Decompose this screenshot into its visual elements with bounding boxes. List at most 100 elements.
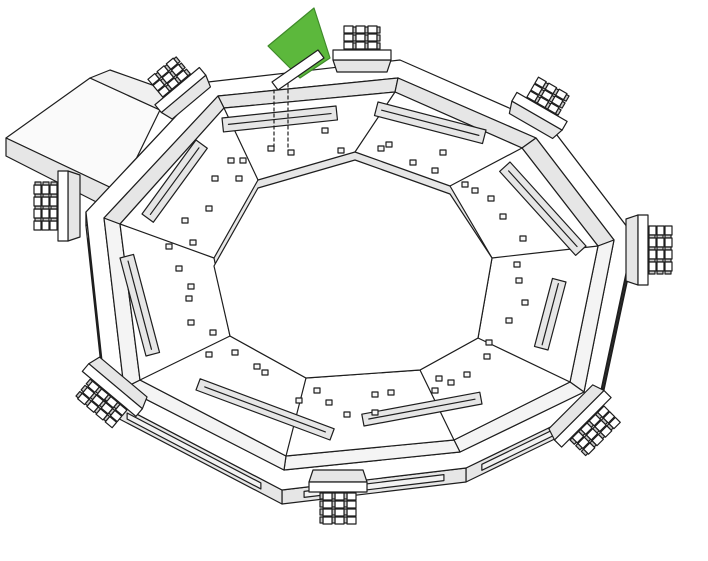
tower-block	[355, 33, 366, 42]
flag-icon	[267, 7, 331, 151]
tower-block	[346, 492, 357, 501]
tower-block-side	[183, 68, 191, 77]
peg-icon	[519, 235, 527, 242]
tower-block	[33, 208, 42, 219]
tower-block	[41, 208, 50, 219]
peg-icon	[371, 391, 379, 398]
peg-icon	[205, 205, 213, 212]
tower-block-side	[319, 508, 324, 516]
tower-block-side	[569, 437, 578, 445]
peg-icon	[175, 265, 183, 272]
peg-icon-group	[165, 127, 529, 418]
tower-block	[664, 261, 673, 272]
tower-plinth	[57, 170, 69, 242]
tower-plinth	[511, 91, 568, 131]
stacked-block-tower-icon	[332, 25, 392, 73]
tower-block-side	[376, 34, 381, 42]
trench-slot-floor	[381, 109, 480, 136]
plate-seam	[449, 147, 523, 187]
tower-block	[648, 261, 657, 272]
peg-icon	[483, 353, 491, 360]
flag-pole	[271, 49, 325, 91]
peg-icon	[371, 409, 379, 416]
tower-plinth	[154, 66, 207, 114]
stacked-block-tower-icon	[308, 469, 368, 525]
trench-slot-floor	[227, 112, 332, 125]
peg-icon	[235, 175, 243, 182]
tower-block	[664, 237, 673, 248]
stacked-block-tower-icon	[75, 356, 148, 429]
plate-seam	[354, 91, 396, 153]
tower-block	[343, 41, 354, 50]
peg-icon	[325, 399, 333, 406]
peg-icon	[313, 387, 321, 394]
peg-icon	[321, 127, 329, 134]
tower-base	[67, 170, 81, 242]
tower-block-side	[50, 181, 58, 186]
tower-plinth	[553, 389, 612, 448]
tower-block	[33, 220, 42, 231]
peg-icon	[463, 371, 471, 378]
tower-block	[322, 508, 333, 517]
peg-icon	[253, 363, 261, 370]
tower-block	[648, 225, 657, 236]
tower-block	[346, 500, 357, 509]
tower-block	[656, 261, 665, 272]
plate-seam	[139, 335, 231, 381]
peg-icon	[431, 387, 439, 394]
tower-block	[322, 492, 333, 501]
peg-icon	[461, 181, 469, 188]
tower-block	[41, 196, 50, 207]
peg-icon	[239, 157, 247, 164]
tower-block	[33, 184, 42, 195]
tower-block-side	[75, 390, 83, 399]
peg-icon	[287, 149, 295, 156]
peg-icon	[431, 167, 439, 174]
tower-block-side	[656, 270, 664, 275]
tower-plinth	[308, 481, 368, 493]
tower-block	[33, 196, 42, 207]
peg-icon	[513, 261, 521, 268]
tower-block	[664, 225, 673, 236]
tower-block	[49, 196, 58, 207]
peg-icon	[471, 187, 479, 194]
peg-icon	[211, 175, 219, 182]
plate-seam	[477, 337, 571, 383]
tower-block	[367, 25, 378, 34]
tower-block	[334, 492, 345, 501]
tower-block-side	[664, 270, 672, 275]
trench-slot-floor	[508, 170, 578, 248]
peg-icon	[385, 141, 393, 148]
trench-slot-floor	[368, 398, 476, 420]
tower-block	[355, 41, 366, 50]
central-opening	[213, 159, 493, 379]
tower-block-side	[554, 107, 562, 116]
tower-block-side	[319, 516, 324, 524]
tower-block-side	[319, 492, 324, 500]
tower-block	[664, 249, 673, 260]
tower-block-side	[319, 500, 324, 508]
tower-block	[648, 237, 657, 248]
peg-icon	[447, 379, 455, 386]
trench-slots	[119, 101, 587, 441]
tower-block	[334, 508, 345, 517]
tower-plinth	[81, 363, 143, 417]
peg-icon	[261, 369, 269, 376]
peg-icon	[295, 397, 303, 404]
stacked-block-tower-icon	[147, 56, 212, 120]
tower-block	[343, 33, 354, 42]
tower-block	[334, 500, 345, 509]
tower-base	[625, 214, 639, 286]
trench-slot-floor	[204, 386, 326, 433]
tower-block-side	[85, 378, 94, 387]
tower-block-side	[173, 56, 181, 65]
stacked-block-tower-icon	[548, 384, 621, 457]
peg-icon	[409, 159, 417, 166]
stacked-block-tower-icon	[625, 214, 673, 286]
tower-block	[648, 249, 657, 260]
tower-block-side	[575, 442, 583, 451]
tower-block-side	[648, 270, 656, 275]
tower-block	[367, 41, 378, 50]
plate-seam	[119, 223, 215, 259]
